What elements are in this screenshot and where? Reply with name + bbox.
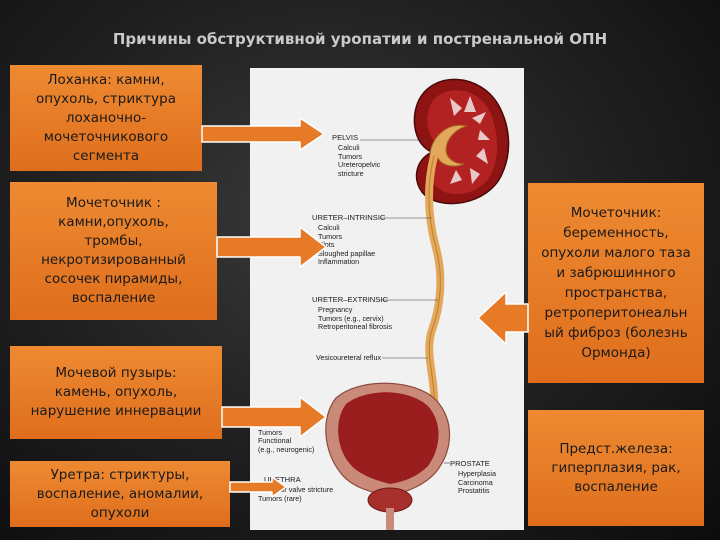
label-prostate-items: Hyperplasia Carcinoma Prostatitis <box>458 469 496 496</box>
callout-pelvis: Лоханка: камни, опухоль, стриктура лохан… <box>10 65 202 171</box>
callout-bladder: Мочевой пузырь: камень, опухоль, нарушен… <box>10 346 222 439</box>
callout-pelvis-text: Лоханка: камни, опухоль, стриктура лохан… <box>36 71 176 164</box>
label-urethra-head: URETHRA <box>264 475 301 484</box>
urinary-tract-illustration: PELVIS Calculi Tumors Ureteropelvic stri… <box>250 68 524 530</box>
renal-pelvis <box>429 124 468 167</box>
callout-urethra: Уретра: стриктуры, воспаление, аномалии,… <box>10 461 230 527</box>
renal-pyramids <box>450 96 490 184</box>
callout-prostate: Предст.железа: гиперплазия, рак, воспале… <box>528 410 704 526</box>
slide-title: Причины обструктивной уропатии и пострен… <box>112 30 608 48</box>
arrow-pelvis-icon <box>201 117 325 151</box>
callout-ureter-intrinsic-text: Мочеточник : камни,опухоль, тромбы, некр… <box>41 195 186 306</box>
label-pointers <box>360 139 450 464</box>
callout-bladder-text: Мочевой пузырь: камень, опухоль, нарушен… <box>30 365 202 419</box>
arrow-ureter-intrinsic-icon <box>216 226 327 268</box>
arrow-urethra-icon <box>229 476 287 498</box>
label-pelvis-head: PELVIS <box>332 133 359 142</box>
label-ureter-extrinsic-head: URETER–EXTRINSIC <box>312 295 388 304</box>
callout-ureter-extrinsic-text: Мочеточник: беременность, опухоли малого… <box>541 205 691 361</box>
label-prostate-head: PROSTATE <box>450 459 490 468</box>
arrow-bladder-icon <box>221 396 327 438</box>
arrow-ureter-extrinsic-icon <box>477 291 529 345</box>
urinary-tract-drawing <box>325 78 510 530</box>
callout-urethra-text: Уретра: стриктуры, воспаление, аномалии,… <box>36 466 204 521</box>
label-ureter-extrinsic-items: Pregnancy Tumors (e.g., cervix) Retroper… <box>318 305 392 332</box>
callout-ureter-intrinsic: Мочеточник : камни,опухоль, тромбы, некр… <box>10 182 217 320</box>
label-ureter-intrinsic-head: URETER–INTRINSIC <box>312 213 386 222</box>
callout-ureter-extrinsic: Мочеточник: беременность, опухоли малого… <box>528 183 704 383</box>
label-ureter-intrinsic-items: Calculi Tumors Clots Sloughed papillae I… <box>318 223 376 267</box>
callout-prostate-text: Предст.железа: гиперплазия, рак, воспале… <box>551 440 681 495</box>
label-pelvis-items: Calculi Tumors Ureteropelvic stricture <box>338 143 381 178</box>
bladder-lumen <box>338 392 439 484</box>
urethra-tube <box>386 508 394 530</box>
label-reflux: Vesicoureteral reflux <box>316 353 382 362</box>
